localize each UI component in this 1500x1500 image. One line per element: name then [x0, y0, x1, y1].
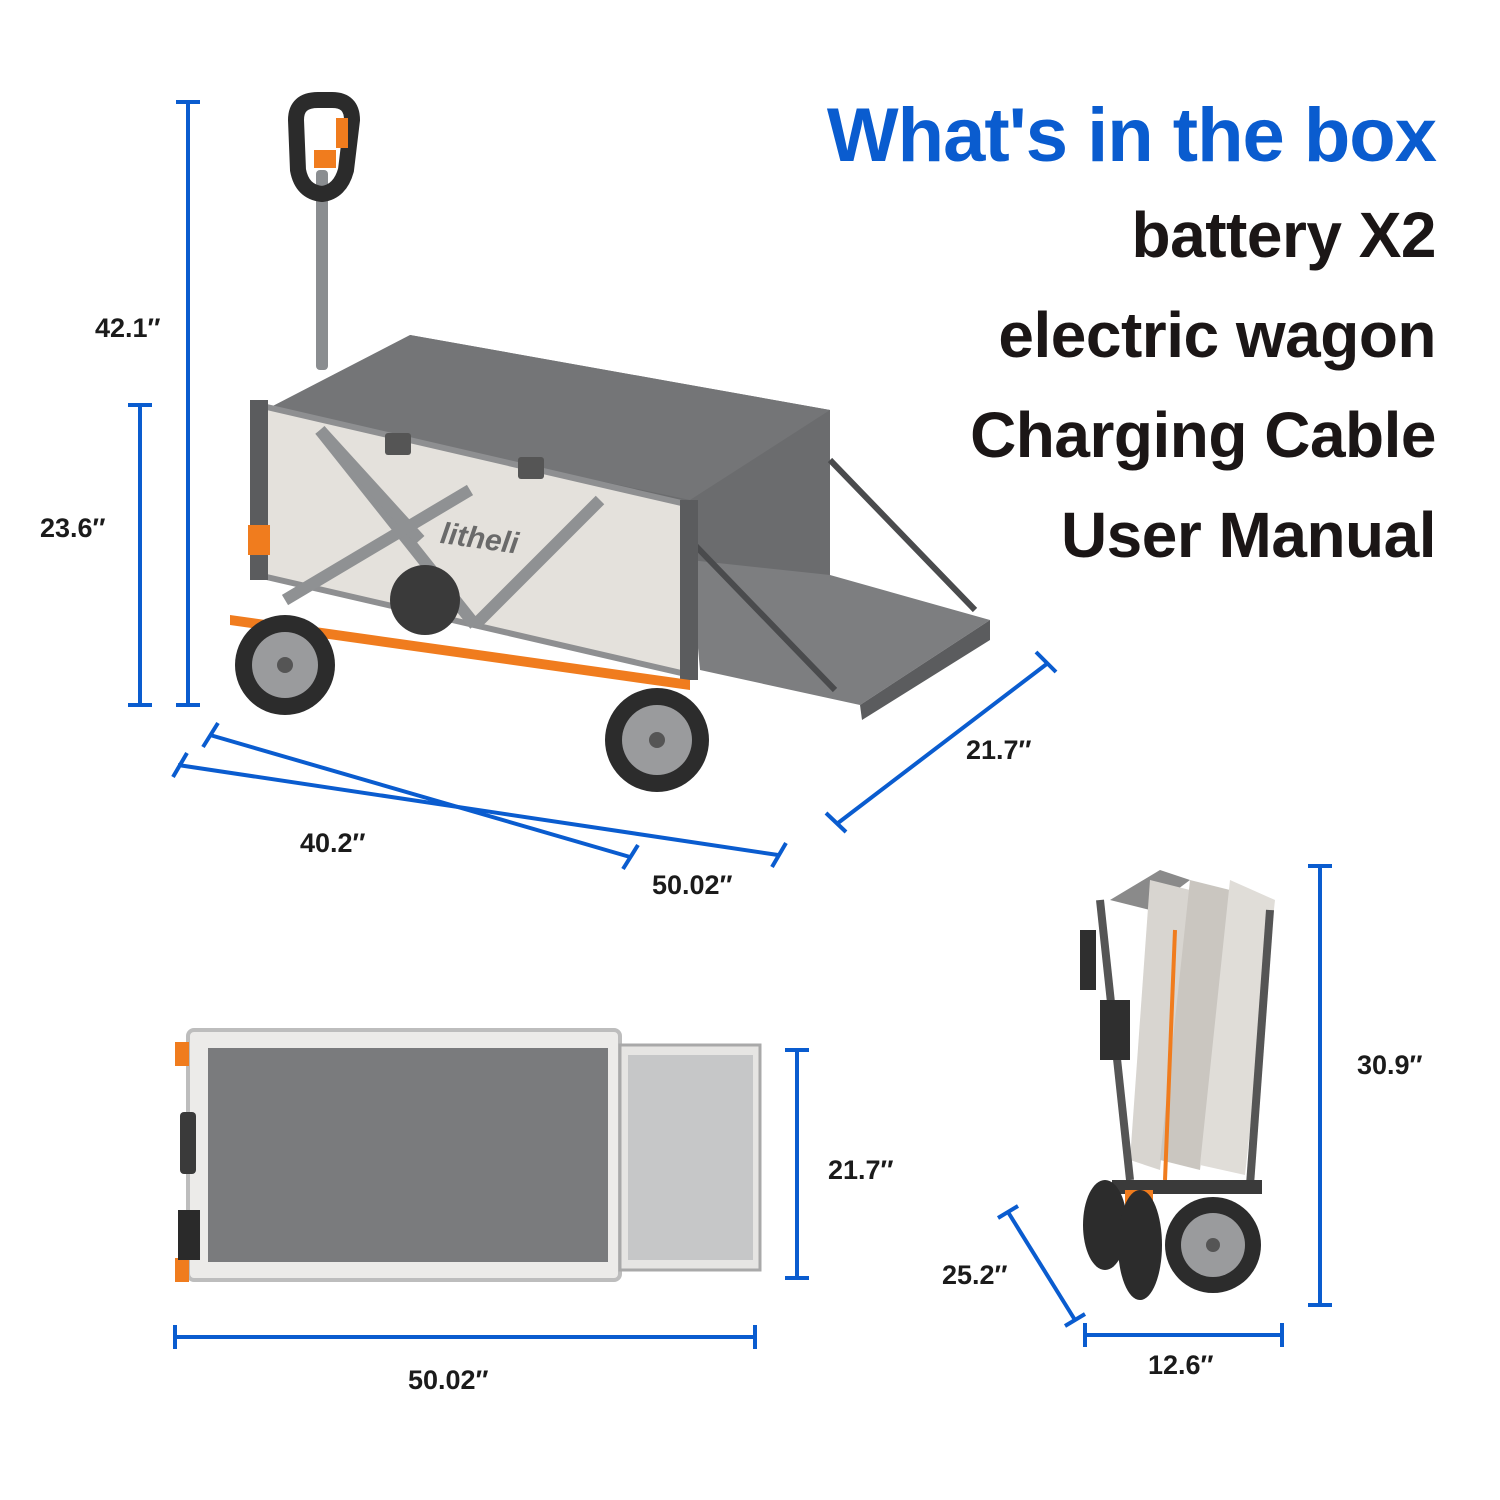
box-item-wagon: electric wagon	[998, 299, 1436, 371]
dimension-label-width-perspective: 21.7′′	[966, 735, 1032, 765]
wagon-perspective-image	[230, 92, 990, 792]
wagon-folded-image	[1080, 870, 1275, 1300]
dimension-label-top-length: 50.02′′	[408, 1365, 489, 1395]
box-item-charging-cable: Charging Cable	[970, 399, 1436, 471]
dimension-lines	[128, 100, 1332, 1349]
dimension-label-total-height: 42.1′′	[95, 313, 161, 343]
dimension-label-folded-height: 30.9′′	[1357, 1050, 1423, 1080]
dimension-label-body-length: 40.2′′	[300, 828, 366, 858]
dimension-label-extended-length: 50.02′′	[652, 870, 733, 900]
box-contents-title: What's in the box	[826, 93, 1437, 178]
wagon-top-view-image	[175, 1028, 762, 1282]
box-item-battery: battery X2	[1131, 199, 1437, 271]
box-item-user-manual: User Manual	[1060, 499, 1437, 571]
dimension-label-body-height: 23.6′′	[40, 513, 106, 543]
dimension-label-folded-depth: 25.2′′	[942, 1260, 1008, 1290]
dimension-label-top-width: 21.7′′	[828, 1155, 894, 1185]
dimension-label-folded-width: 12.6′′	[1148, 1350, 1214, 1380]
